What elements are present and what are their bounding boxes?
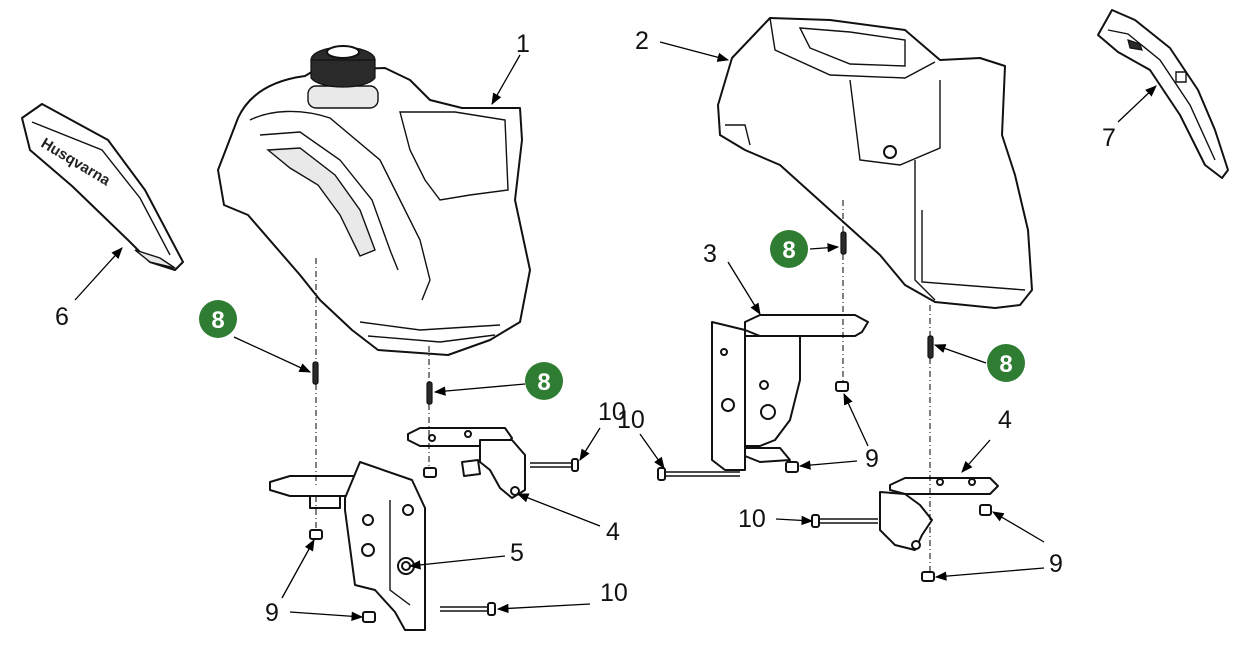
right-small-bracket[interactable] [879, 477, 999, 551]
dowel-right[interactable] [927, 335, 934, 359]
callout-10-center: 10 [617, 406, 645, 434]
svg-text:8: 8 [999, 351, 1012, 378]
part-6-logo-cover[interactable]: Husqvarna [21, 103, 184, 271]
bolt-left-lower[interactable] [440, 602, 496, 616]
nut-right-bottom[interactable] [921, 571, 935, 582]
callout-10-left-lower: 10 [600, 579, 628, 607]
dowel-center[interactable] [840, 231, 847, 255]
badge-8-left: 8 [199, 300, 237, 338]
svg-text:8: 8 [211, 307, 224, 334]
callout-10-right: 10 [738, 505, 766, 533]
svg-text:8: 8 [782, 237, 795, 264]
bolt-right-upper[interactable] [530, 458, 579, 472]
nut-small-bracket[interactable] [423, 467, 437, 478]
nut-center-upper[interactable] [835, 381, 849, 392]
callout-9-left: 9 [265, 599, 279, 627]
part-3-center-bracket[interactable] [711, 314, 869, 471]
bolt-right-lower[interactable] [811, 514, 878, 528]
callout-7: 7 [1102, 124, 1116, 152]
dowel-left[interactable] [312, 361, 319, 385]
nut-left-bracket[interactable] [309, 529, 323, 540]
left-small-bracket[interactable] [407, 427, 526, 499]
callout-4-left: 4 [606, 518, 620, 546]
left-lower-bracket[interactable] [269, 461, 426, 631]
callout-1: 1 [516, 30, 530, 58]
svg-text:8: 8 [537, 369, 550, 396]
nut-right-side[interactable] [979, 504, 992, 516]
badge-8-left-mid: 8 [525, 362, 563, 400]
part-7-side-cover[interactable] [1097, 9, 1229, 179]
callout-6: 6 [55, 303, 69, 331]
callout-9-right: 9 [1049, 550, 1063, 578]
callout-5: 5 [510, 539, 524, 567]
leader-lines [74, 41, 1157, 621]
alignment-lines [315, 200, 931, 572]
bolt-center[interactable] [657, 467, 740, 481]
callout-2: 2 [635, 27, 649, 55]
part-2-housing[interactable] [717, 17, 1033, 309]
part-1-fuel-tank[interactable] [217, 45, 531, 356]
callout-9-center: 9 [865, 445, 879, 473]
callout-10-left-upper: 10 [598, 398, 626, 426]
callout-4-right: 4 [998, 406, 1012, 434]
badge-8-center: 8 [770, 230, 808, 268]
dowel-left-mid[interactable] [426, 381, 433, 405]
nut-left-lower[interactable] [362, 611, 376, 623]
callout-3: 3 [703, 240, 717, 268]
nut-center-lower[interactable] [785, 461, 799, 473]
badge-8-right: 8 [987, 344, 1025, 382]
